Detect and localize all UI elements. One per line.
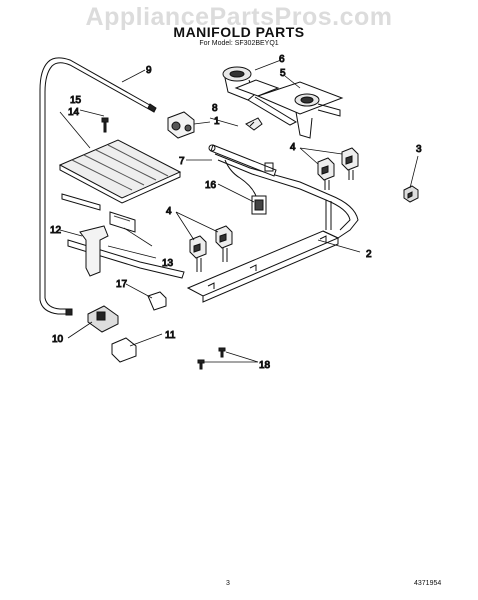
valve-part	[167, 111, 195, 139]
callout-4-right: 4	[290, 142, 296, 153]
callout-17: 17	[116, 279, 128, 290]
tube-part	[79, 225, 109, 277]
callout-15: 15	[70, 95, 82, 106]
callout-labels: 9 6 5 8 1 4 3 7 16 4 15 14 12 13 17 2 10…	[50, 54, 423, 372]
heat-shield	[58, 139, 182, 204]
callout-1: 1	[214, 116, 220, 127]
callout-13: 13	[162, 258, 174, 269]
callout-6: 6	[279, 54, 285, 65]
clamp-part	[147, 291, 167, 311]
model-subtitle: For Model: SF302BEYQ1	[199, 40, 279, 47]
manifold-bar	[186, 230, 340, 303]
callout-12: 12	[50, 225, 62, 236]
callout-7: 7	[179, 156, 185, 167]
burner-base-6	[222, 66, 298, 126]
callout-5: 5	[280, 68, 286, 79]
callout-16: 16	[205, 180, 217, 191]
page-title: MANIFOLD PARTS	[173, 24, 305, 40]
ignition-wire	[224, 159, 257, 197]
document-number: 4371954	[414, 580, 442, 587]
clip-part	[245, 117, 263, 131]
watermark: AppliancePartsPros.com	[85, 3, 393, 31]
valve-group-right	[317, 147, 359, 190]
long-tubing	[39, 57, 156, 315]
callout-3: 3	[416, 144, 422, 155]
mount-block	[87, 305, 119, 333]
callout-14: 14	[68, 107, 80, 118]
bracket-11	[111, 337, 137, 363]
gas-tube	[214, 153, 359, 239]
screw-part	[101, 117, 109, 133]
callout-9: 9	[146, 65, 152, 76]
callout-10: 10	[52, 334, 64, 345]
callout-11: 11	[165, 330, 176, 341]
page-number: 3	[226, 580, 230, 587]
orifice-fitting	[403, 185, 419, 203]
burner-base-5	[256, 81, 344, 139]
screws-18	[197, 347, 226, 370]
callout-4-lower: 4	[166, 206, 172, 217]
spark-module	[251, 195, 267, 215]
leader-lines	[59, 59, 419, 363]
valve-group-lower	[189, 225, 233, 272]
callout-2: 2	[366, 249, 372, 260]
callout-8: 8	[212, 103, 218, 114]
manifold-tube	[208, 144, 277, 177]
callout-18: 18	[259, 360, 271, 371]
